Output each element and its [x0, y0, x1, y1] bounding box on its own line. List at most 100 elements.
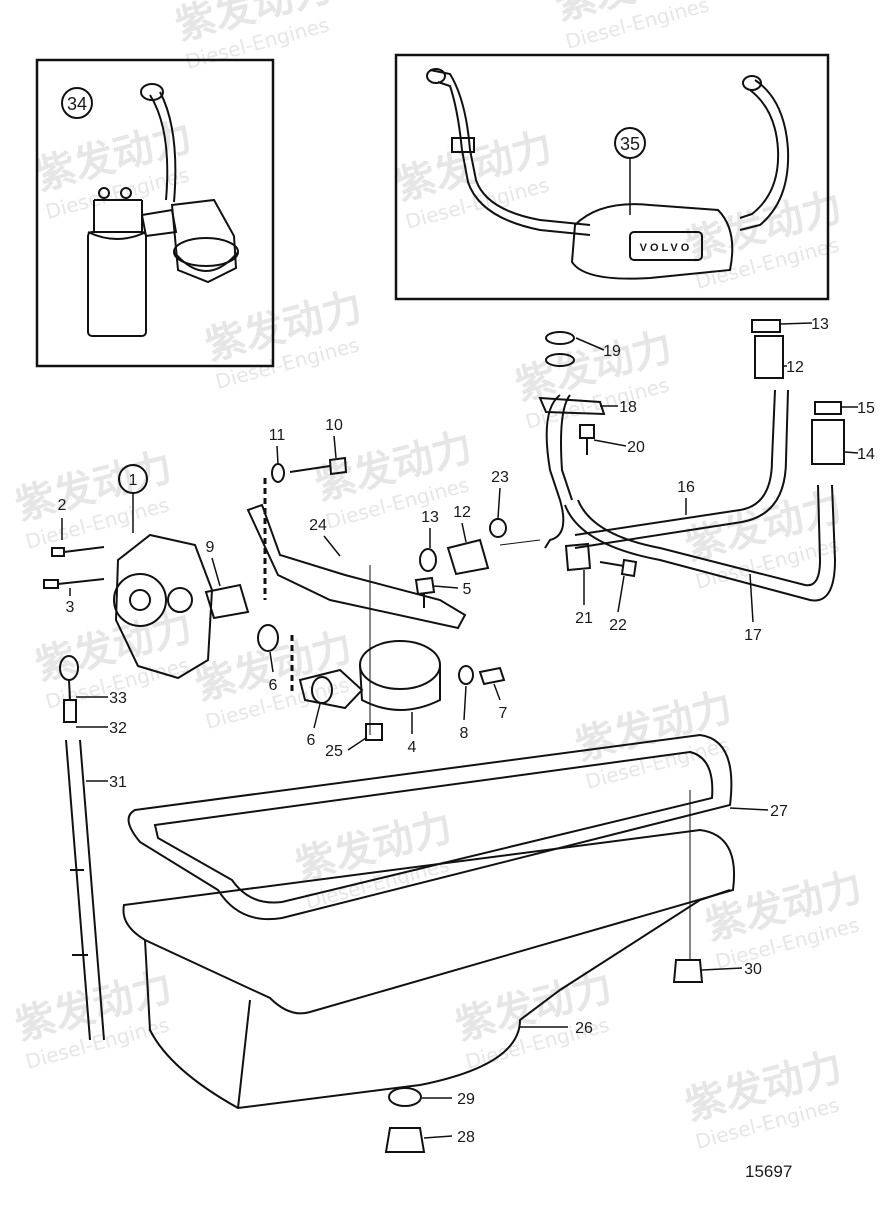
washer-29: [388, 1087, 422, 1107]
callout-leader-20: [593, 439, 627, 447]
watermark-tile: 紫发动力 Diesel-Engines: [291, 804, 457, 914]
callout-label-19: 19: [603, 343, 621, 360]
pipe-16-left: [544, 394, 565, 549]
oil-pump-port: [167, 587, 193, 613]
dashed-connection-lines: [263, 478, 294, 692]
oil-cooler-badge-plate: [629, 231, 703, 261]
callout-leader-25: [347, 737, 367, 751]
callout-label-6: 6: [269, 677, 278, 694]
callout-label-8: 8: [460, 725, 469, 742]
callout-leader-6: [313, 703, 321, 729]
watermark-tile: 紫发动力 Diesel-Engines: [511, 324, 677, 434]
filter-canister-rim: [87, 231, 147, 240]
callout-label-28: 28: [457, 1129, 475, 1146]
nut-15: [814, 401, 842, 415]
support-bracket: [246, 503, 467, 630]
callout-leader-27: [729, 807, 769, 811]
flange-18: [538, 396, 606, 416]
watermark-layer: 紫发动力 Diesel-Engines 紫发动力 Diesel-Engines …: [11, 0, 867, 1154]
washer-19b: [545, 353, 575, 367]
bolt-10: [289, 456, 348, 476]
filter-head-boss: [98, 187, 110, 199]
callout-label-34: 34: [67, 94, 87, 114]
callout-label-30: 30: [744, 961, 762, 978]
nipple-12-upper: [754, 335, 784, 379]
inset-frame-oil-cooler: [394, 53, 830, 301]
callout-label-15: 15: [857, 400, 875, 417]
callout-label-27: 27: [770, 803, 788, 820]
watermark-tile: 紫发动力 Diesel-Engines: [171, 0, 337, 74]
filter-canister: [87, 231, 147, 337]
dipstick-cap: [140, 83, 164, 101]
nut-13-upper: [751, 319, 781, 333]
callout-label-20: 20: [627, 439, 645, 456]
oil-pan-gasket: [127, 733, 733, 921]
callout-label-10: 10: [325, 417, 343, 434]
callout-label-32: 32: [109, 720, 127, 737]
cooler-outlet-fitting: [742, 75, 762, 91]
oil-pan-flange: [122, 828, 735, 1015]
oil-pan-edge: [237, 999, 251, 1109]
callout-leader-24: [323, 535, 341, 557]
nut-23: [489, 518, 507, 538]
callout-label-3: 3: [66, 599, 75, 616]
cooler-outlet-pipe-inner: [739, 89, 780, 219]
callout-label-14: 14: [857, 446, 875, 463]
callout-leader-22: [617, 575, 625, 613]
drawing-number: 15697: [745, 1162, 792, 1181]
nut-13: [419, 548, 437, 572]
bolt-2: [51, 546, 105, 557]
callout-leader-11: [276, 445, 279, 465]
washer-11: [271, 463, 285, 483]
clip-21: [564, 542, 592, 572]
callout-leader-23: [497, 487, 501, 519]
oil-strainer: [359, 640, 441, 690]
washer-8: [458, 665, 474, 685]
watermark-tile: 紫发动力 Diesel-Engines: [681, 484, 847, 594]
dipstick-tube-inner: [159, 91, 177, 203]
callout-label-13: 13: [421, 509, 439, 526]
cooler-inlet-pipe-inner: [437, 81, 591, 236]
callout-label-33: 33: [109, 690, 127, 707]
callout-label-17: 17: [744, 627, 762, 644]
callout-label-22: 22: [609, 617, 627, 634]
callout-leader-28: [423, 1135, 453, 1139]
callout-leader-5: [433, 585, 459, 589]
drain-plug-28: [384, 1127, 426, 1153]
watermark-tile: 紫发动力 Diesel-Engines: [701, 864, 867, 974]
callout-label-31: 31: [109, 774, 127, 791]
watermark-tile: 紫发动力 Diesel-Engines: [11, 964, 177, 1074]
bolt-22: [599, 558, 638, 578]
callout-label-9: 9: [206, 539, 215, 556]
filter-head-boss: [120, 187, 132, 199]
bolt-7: [478, 666, 506, 686]
callout-leader-13: [779, 322, 813, 325]
callout-label-16: 16: [677, 479, 695, 496]
callout-label-25: 25: [325, 743, 343, 760]
callout-leader-6: [269, 651, 274, 673]
main-parts: [43, 319, 845, 1153]
callout-label-11: 11: [269, 427, 286, 444]
oil-pump-gear: [113, 573, 167, 627]
callout-label-13: 13: [811, 316, 829, 333]
oil-cooler-assembly: [426, 68, 790, 280]
oil-cooler-brand: VOLVO: [640, 242, 693, 254]
callout-leader-12: [461, 522, 467, 543]
callout-leader-30: [701, 967, 743, 971]
pipe-17-inner: [577, 484, 822, 587]
plug-30: [672, 959, 704, 983]
callout-label-18: 18: [619, 399, 637, 416]
pipe-16-inner: [574, 389, 789, 549]
callout-leader-10: [333, 435, 337, 459]
callout-label-6: 6: [307, 732, 316, 749]
callout-leader-14: [844, 451, 859, 454]
callout-label-12: 12: [453, 504, 471, 521]
filter-mounting-flange: [170, 198, 238, 284]
callout-label-21: 21: [575, 610, 593, 627]
callout-label-29: 29: [457, 1091, 475, 1108]
callout-leader-17: [749, 573, 754, 623]
watermark-tile: 紫发动力 Diesel-Engines: [451, 964, 617, 1074]
pipe-clamp: [451, 137, 475, 153]
